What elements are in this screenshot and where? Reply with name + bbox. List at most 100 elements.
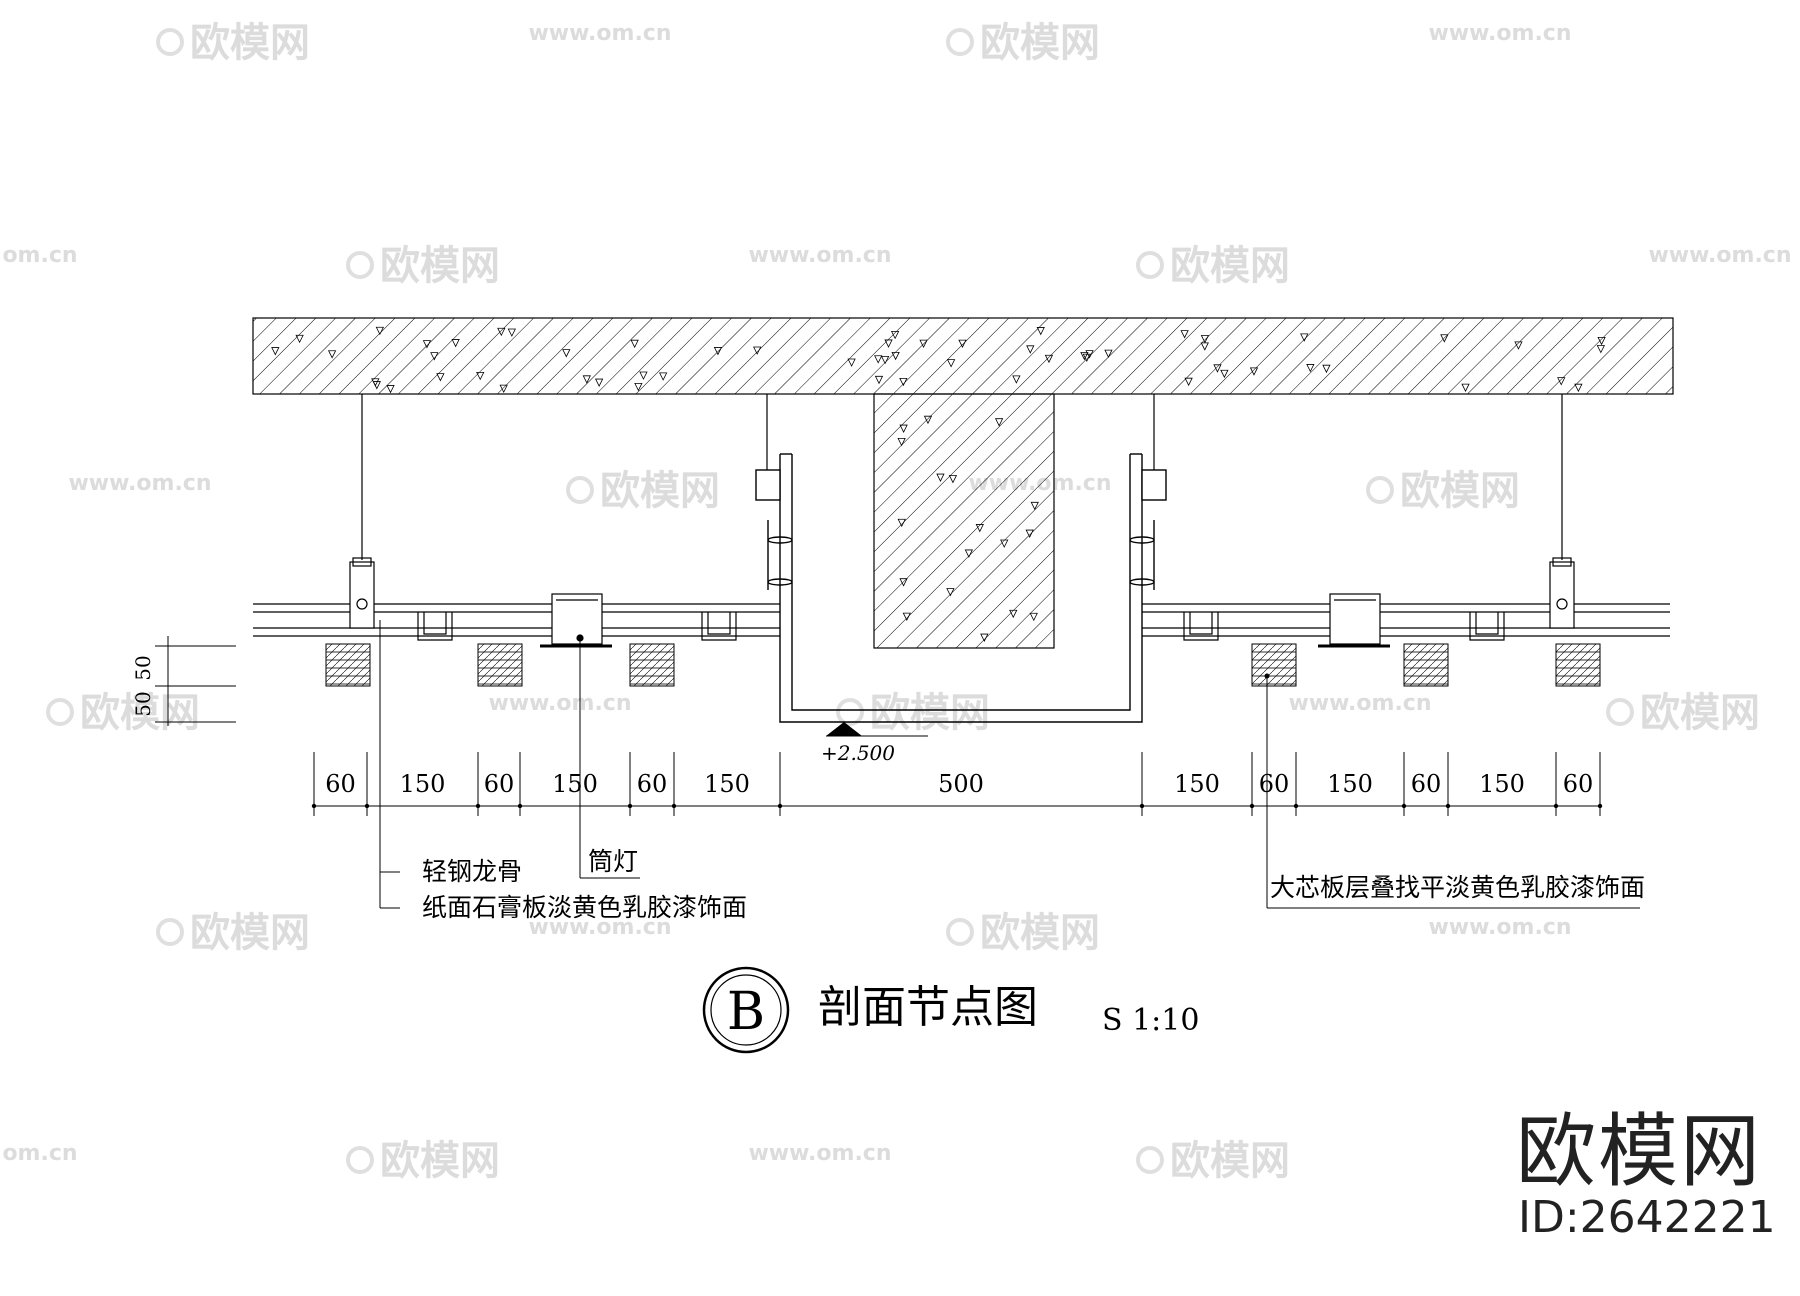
watermark-logo-icon — [946, 918, 974, 946]
watermark-brand: 欧模网 — [1640, 690, 1760, 736]
watermark-logo-icon — [46, 698, 74, 726]
watermark-brand: 欧模网 — [380, 243, 500, 289]
concrete-slab — [252, 317, 1674, 395]
watermark-url: www.om.cn — [488, 691, 631, 716]
aggregate-mark — [897, 518, 906, 528]
dimension-tick-dot — [475, 803, 481, 809]
dimension-tick-dot — [1293, 803, 1299, 809]
model-id: ID:2642221 — [1518, 1192, 1776, 1243]
watermark-logo-icon — [1366, 476, 1394, 504]
aggregate-mark — [1025, 529, 1034, 538]
aggregate-mark — [919, 339, 928, 349]
aggregate-mark — [902, 612, 911, 621]
dimension-tick-dot — [1553, 803, 1559, 809]
watermark-brand: 欧模网 — [870, 690, 990, 736]
dimension-tick-dot — [311, 803, 317, 809]
dimension-tick-dot — [1597, 803, 1603, 809]
aggregate-mark — [713, 347, 723, 356]
drawing-scale: S 1:10 — [1102, 1003, 1199, 1038]
aggregate-mark — [1597, 336, 1606, 346]
watermark-url-fragment: om.cn — [2, 243, 77, 268]
watermark-brand: 欧模网 — [190, 910, 310, 956]
watermark-logo-icon — [156, 918, 184, 946]
dimension-ticks — [311, 752, 1603, 816]
watermark-logo-icon — [346, 1146, 374, 1174]
elevation-marker: +2.500 — [821, 722, 928, 765]
aggregate-mark — [1220, 369, 1229, 379]
aggregate-mark — [295, 334, 304, 344]
aggregate-mark — [422, 340, 432, 349]
watermark-url: www.om.cn — [68, 471, 211, 496]
aggregate-mark — [499, 384, 508, 394]
dimension-value: 60 — [1563, 770, 1594, 798]
watermark-brand: 欧模网 — [600, 468, 720, 514]
dimension-tick-dot — [671, 803, 677, 809]
aggregate-mark — [375, 326, 385, 336]
aggregate-mark — [1514, 341, 1523, 350]
label-light-steel-keel: 轻钢龙骨 — [422, 857, 522, 886]
aggregate-mark — [923, 415, 933, 425]
dimension-value: 60 — [637, 770, 668, 798]
dimension-value: 150 — [704, 770, 750, 798]
label-gypsum-board: 纸面石膏板淡黄色乳胶漆饰面 — [422, 893, 747, 922]
aggregate-mark — [899, 424, 908, 433]
watermark-url: www.om.cn — [528, 21, 671, 46]
aggregate-mark — [639, 371, 648, 380]
concrete-beam — [873, 393, 1055, 649]
aggregate-mark — [1000, 539, 1009, 548]
aggregate-mark — [880, 355, 890, 365]
aggregate-mark — [964, 549, 973, 558]
aggregate-mark — [874, 355, 883, 364]
aggregate-mark — [507, 328, 516, 337]
aggregate-mark — [386, 385, 395, 394]
watermark-logo-icon — [566, 476, 594, 504]
aggregate-mark — [1184, 377, 1193, 387]
dimension-tick-dot — [517, 803, 523, 809]
aggregate-mark — [1306, 364, 1315, 373]
aggregate-mark — [1461, 383, 1470, 392]
aggregate-mark — [946, 359, 956, 368]
dimension-value: 60 — [1411, 770, 1442, 798]
watermark-logo-icon — [156, 28, 184, 56]
dimension-value: 60 — [484, 770, 515, 798]
watermark-url: www.om.cn — [528, 915, 671, 940]
dimension-value: 150 — [1327, 770, 1373, 798]
beam-aggregate-marks — [897, 415, 1039, 642]
aggregate-mark — [1036, 327, 1045, 336]
aggregate-mark — [891, 351, 900, 361]
watermark-layer: 欧模网欧模网欧模网欧模网欧模网欧模网欧模网欧模网欧模网欧模网欧模网欧模网欧模网w… — [2, 20, 1791, 1184]
watermark-brand: 欧模网 — [1170, 243, 1290, 289]
aggregate-mark — [936, 473, 945, 482]
aggregate-mark — [899, 578, 908, 587]
brand-watermark: 欧模网 — [1516, 1105, 1762, 1198]
title-block: B 剖面节点图 S 1:10 — [702, 966, 1199, 1054]
center-drop-frame — [755, 453, 1167, 723]
right-wood-battens — [1251, 643, 1601, 687]
dimension-tick-dot — [1249, 803, 1255, 809]
aggregate-mark — [980, 633, 989, 642]
aggregate-mark — [476, 371, 485, 381]
watermark-brand: 欧模网 — [1170, 1138, 1290, 1184]
aggregate-mark — [1082, 353, 1091, 363]
watermark-logo-icon — [1136, 251, 1164, 279]
aggregate-mark — [1080, 352, 1089, 361]
watermark-brand: 欧模网 — [190, 20, 310, 66]
watermark-logo-icon — [1136, 1146, 1164, 1174]
label-blockboard: 大芯板层叠找平淡黄色乳胶漆饰面 — [1270, 873, 1645, 902]
aggregate-mark — [994, 418, 1004, 427]
watermark-logo-icon — [346, 251, 374, 279]
section-letter: B — [727, 982, 765, 1042]
watermark-url: www.om.cn — [1648, 243, 1791, 268]
dimension-value: 60 — [1259, 770, 1290, 798]
aggregate-mark — [271, 347, 280, 356]
aggregate-mark — [582, 375, 591, 384]
aggregate-mark — [1596, 345, 1605, 354]
aggregate-mark — [884, 339, 893, 348]
aggregate-mark — [658, 372, 668, 381]
dimension-tick-dot — [1139, 803, 1145, 809]
aggregate-mark — [946, 588, 955, 597]
watermark-logo-icon — [946, 28, 974, 56]
aggregate-mark — [497, 327, 506, 337]
label-downlight: 筒灯 — [588, 847, 638, 876]
watermark-url: www.om.cn — [1428, 21, 1571, 46]
